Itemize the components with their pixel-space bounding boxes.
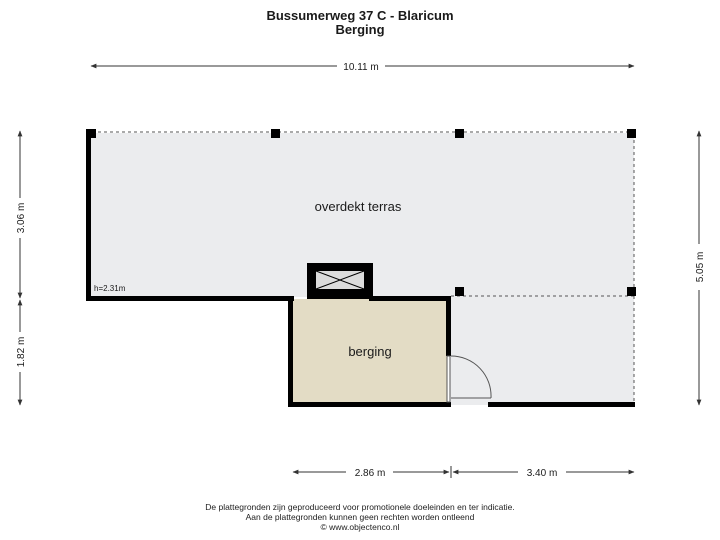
walls [86,130,635,407]
dimension-terrace-depth-label: 3.06 m [16,203,27,234]
plan-title: Bussumerweg 37 C - Blaricum [266,8,454,23]
door [446,355,492,403]
dimension-storage-width-label: 2.86 m [355,468,386,479]
dimension-total-depth-label: 5.05 m [695,252,706,283]
storage-label: berging [348,344,391,359]
open-edges [92,131,635,402]
copyright-link[interactable]: © www.objectenco.nl [320,522,400,532]
dimension-extension-width-label: 3.40 m [527,468,558,479]
columns [86,129,636,296]
disclaimer-line-1: De plattegronden zijn geproduceerd voor … [205,502,515,512]
plan-subtitle: Berging [335,22,385,37]
extension-floor [449,297,634,405]
ceiling-height-label: h=2.31m [94,284,126,293]
disclaimer-line-2: Aan de plattegronden kunnen geen rechten… [245,512,475,522]
terrace-label: overdekt terras [315,199,402,214]
dimension-total-width-label: 10.11 m [343,62,378,73]
dimension-storage-width [292,466,452,478]
shaft [307,263,373,299]
storage-floor [292,299,447,404]
dimension-storage-depth-label: 1.82 m [16,337,27,368]
